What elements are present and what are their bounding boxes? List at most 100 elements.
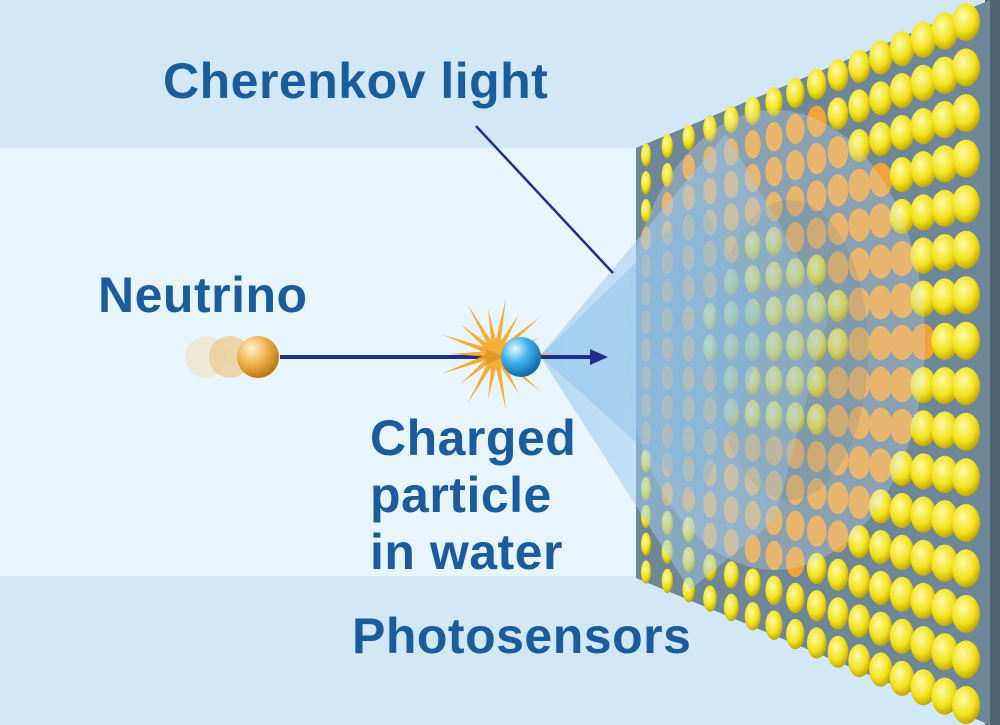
photosensor xyxy=(910,496,937,533)
photosensor-hit xyxy=(848,446,871,480)
photosensor xyxy=(910,669,937,706)
photosensor xyxy=(848,604,871,638)
photosensor xyxy=(723,593,739,622)
photosensor-hit xyxy=(869,285,893,320)
photosensor xyxy=(786,582,805,614)
photosensor xyxy=(952,3,980,41)
interaction-flash-icon xyxy=(441,296,554,412)
photosensor xyxy=(827,328,849,361)
photosensor-hit xyxy=(806,478,827,510)
photosensor xyxy=(744,602,761,631)
photosensor xyxy=(931,500,959,538)
photosensor xyxy=(952,185,980,224)
photosensor xyxy=(765,87,783,117)
photosensor-hit xyxy=(827,136,849,169)
photosensor xyxy=(848,564,871,599)
photosensor-hit xyxy=(869,448,893,483)
photosensor xyxy=(889,618,915,655)
photosensor xyxy=(641,143,651,167)
photosensor xyxy=(682,124,695,150)
photosensor-hit xyxy=(869,162,893,197)
photosensor xyxy=(931,544,959,582)
photosensor-hit xyxy=(848,366,871,400)
photosensor xyxy=(910,151,937,188)
photosensor xyxy=(952,367,980,406)
photosensor xyxy=(931,411,959,449)
photosensor xyxy=(848,89,871,123)
photosensor xyxy=(931,367,959,405)
photosensor xyxy=(703,115,717,142)
photosensor xyxy=(765,575,783,605)
photosensor-hit xyxy=(786,186,805,217)
photosensor-hit xyxy=(889,282,915,319)
photosensor-hit xyxy=(827,405,849,438)
photosensor xyxy=(661,162,673,188)
photosensor xyxy=(848,525,871,559)
photosensor-hit xyxy=(889,366,915,403)
photosensor xyxy=(910,194,937,231)
photosensor-hit xyxy=(786,149,805,181)
photosensor-hit xyxy=(827,443,849,476)
photosensor xyxy=(952,458,980,497)
photosensor xyxy=(827,558,849,592)
photosensor xyxy=(723,105,739,134)
photosensor xyxy=(889,492,915,529)
photosensor-hit xyxy=(786,113,805,145)
photosensor xyxy=(827,97,849,130)
photosensor xyxy=(827,597,849,630)
photosensor xyxy=(931,455,959,493)
cherenkov-light-label: Cherenkov light xyxy=(163,53,549,109)
photosensor xyxy=(827,635,849,668)
photosensor-hit xyxy=(848,208,871,242)
photosensor xyxy=(910,108,937,145)
photosensor xyxy=(931,633,959,671)
charged-particle-label-line-3: in water xyxy=(370,524,563,580)
photosensor xyxy=(869,652,893,687)
photosensor-hit xyxy=(765,122,783,152)
photosensor xyxy=(910,280,937,317)
photosensor xyxy=(952,230,980,269)
photosensor-hit xyxy=(848,327,871,361)
photosensor xyxy=(744,96,761,125)
photosensor xyxy=(786,618,805,650)
photosensor xyxy=(641,560,651,584)
photosensor xyxy=(786,77,805,109)
photosensor xyxy=(869,122,893,157)
photosensor xyxy=(952,594,980,633)
photosensor xyxy=(910,367,937,404)
photosensor xyxy=(889,576,915,613)
photosensor xyxy=(910,453,937,490)
photosensor xyxy=(952,686,980,724)
photosensor xyxy=(806,590,827,622)
photosensor xyxy=(952,48,980,87)
photosensor xyxy=(952,139,980,178)
photosensor xyxy=(952,412,980,451)
photosensor xyxy=(931,145,959,183)
photosensor-hit xyxy=(827,481,849,515)
photosensor-hit xyxy=(827,174,849,207)
photosensor xyxy=(869,530,893,565)
photosensor xyxy=(910,539,937,576)
photosensor xyxy=(910,410,937,447)
photosensor xyxy=(869,40,893,75)
photosensor xyxy=(641,198,651,223)
photosensor-hit xyxy=(744,130,761,159)
photosensor xyxy=(931,588,959,627)
photosensor xyxy=(910,626,937,663)
photosensor xyxy=(661,568,673,594)
photosensor-hit xyxy=(848,287,871,321)
photosensor xyxy=(806,254,827,286)
photosensor xyxy=(869,81,893,116)
photosensor xyxy=(931,234,959,272)
photosensor xyxy=(931,56,959,94)
photosensor-hit xyxy=(827,520,849,553)
photosensor xyxy=(827,289,849,322)
photosensor-hit xyxy=(786,510,805,541)
photosensor xyxy=(869,489,893,524)
photosensor xyxy=(889,450,915,487)
photosensor-hit xyxy=(889,324,915,361)
photosensor xyxy=(910,64,937,101)
photosensor-hit xyxy=(682,154,695,181)
